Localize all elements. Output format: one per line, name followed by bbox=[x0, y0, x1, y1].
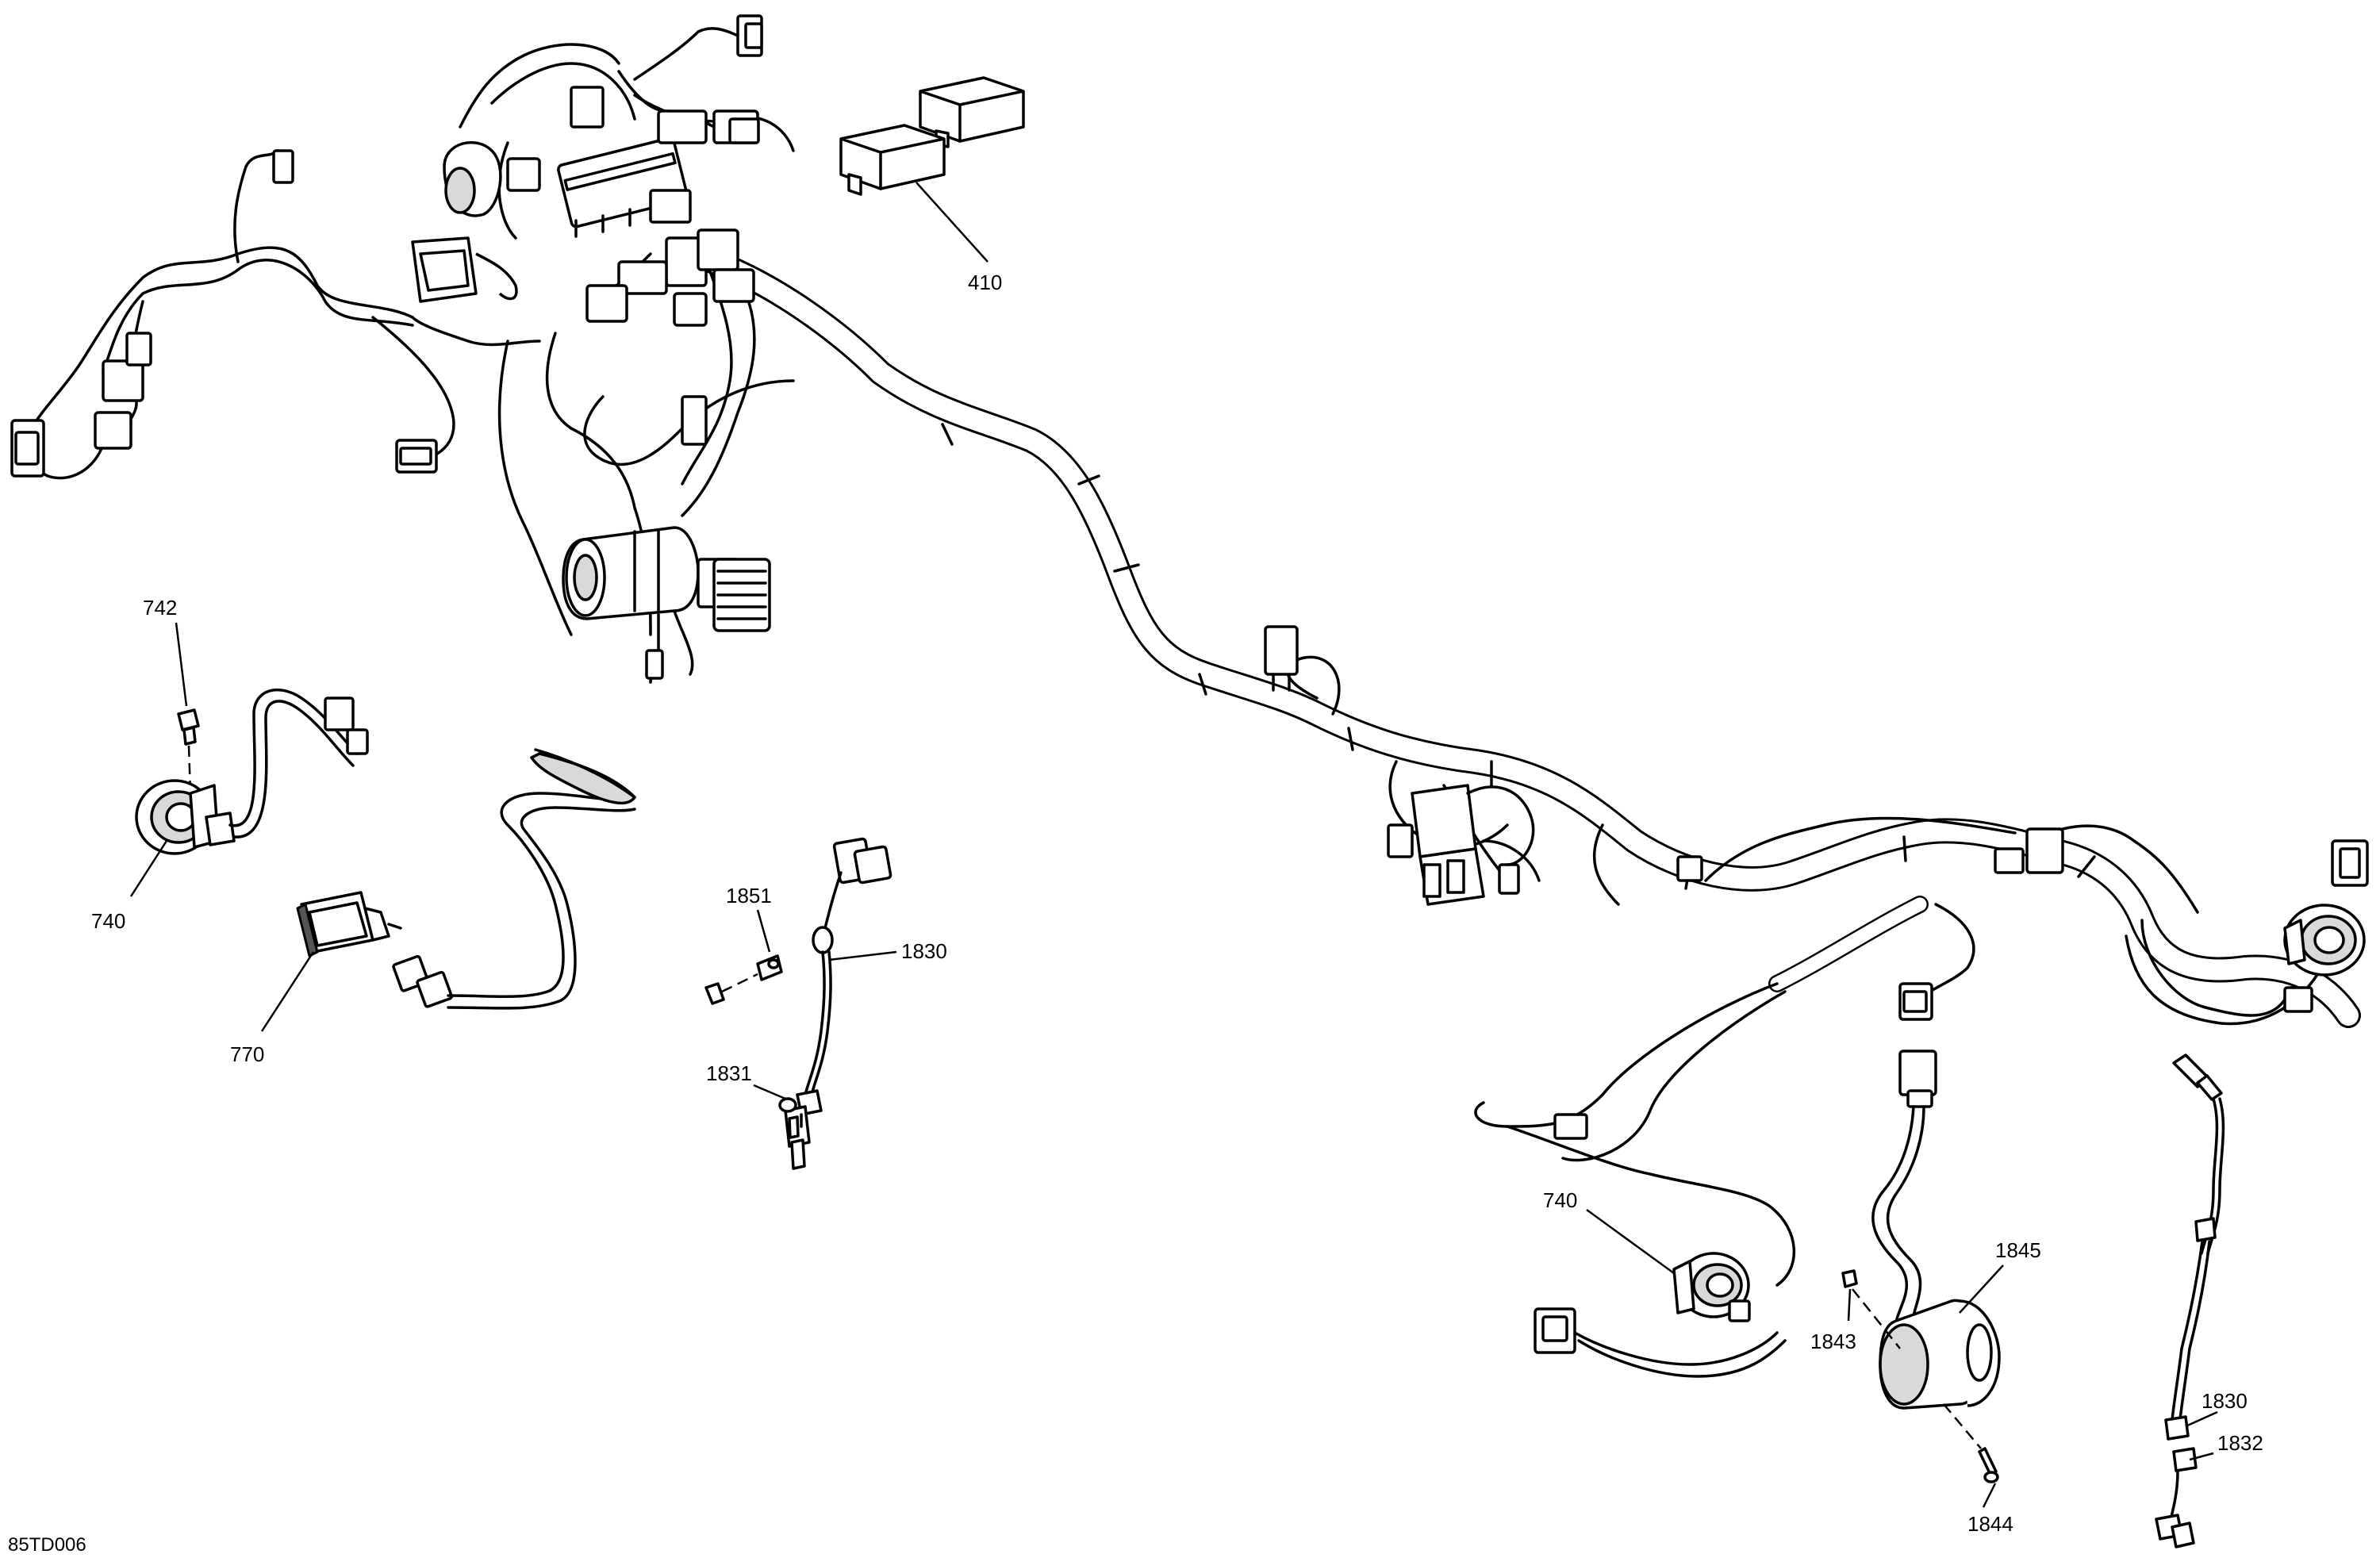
leader-740-left bbox=[129, 840, 168, 897]
main-wiring-harness bbox=[10, 14, 2369, 1378]
drawing-reference: 85TD006 bbox=[8, 1534, 86, 1556]
leader-1845 bbox=[1959, 1264, 2004, 1314]
callout-410: 410 bbox=[968, 271, 1002, 294]
callout-1845: 1845 bbox=[1995, 1238, 2041, 1262]
switch-740-left bbox=[135, 689, 369, 855]
leader-1830-right bbox=[2185, 1410, 2218, 1428]
leader-1831 bbox=[753, 1084, 786, 1100]
leader-1830-left bbox=[828, 950, 897, 961]
callout-740-left: 740 bbox=[91, 909, 125, 933]
leader-1844 bbox=[1982, 1483, 1997, 1508]
callout-740-right: 740 bbox=[1543, 1188, 1577, 1212]
callout-1832: 1832 bbox=[2217, 1431, 2263, 1455]
callout-1843: 1843 bbox=[1810, 1330, 1856, 1353]
leader-740-right bbox=[1586, 1208, 1675, 1275]
leader-770 bbox=[260, 951, 315, 1032]
leader-1851 bbox=[756, 909, 771, 953]
callout-770: 770 bbox=[230, 1042, 264, 1066]
dashed-line-1844 bbox=[1943, 1403, 1982, 1449]
callout-1830-right: 1830 bbox=[2202, 1389, 2248, 1413]
callout-1830-left: 1830 bbox=[901, 939, 947, 963]
leader-1843 bbox=[1847, 1288, 1852, 1322]
nut-1843 bbox=[1841, 1269, 1858, 1288]
dashed-line-1843 bbox=[1852, 1288, 1901, 1349]
callout-1831: 1831 bbox=[706, 1061, 752, 1085]
bolt-1844 bbox=[1978, 1447, 1999, 1483]
component-770 bbox=[296, 748, 636, 1010]
sensor-1845 bbox=[1871, 1050, 2001, 1410]
leader-1832 bbox=[2189, 1452, 2214, 1461]
callout-1844: 1844 bbox=[1967, 1512, 2013, 1536]
relays-410 bbox=[839, 76, 1025, 196]
leader-742 bbox=[175, 622, 188, 707]
callout-742: 742 bbox=[143, 596, 177, 620]
screw-1831 bbox=[778, 1097, 800, 1139]
speed-sensor-1830-right bbox=[2155, 1053, 2225, 1548]
screw-742 bbox=[177, 708, 200, 746]
bracket-1851 bbox=[704, 954, 783, 1005]
speed-sensor-1830-left bbox=[784, 837, 892, 1170]
leader-410 bbox=[916, 182, 988, 263]
callout-1851: 1851 bbox=[726, 884, 772, 908]
